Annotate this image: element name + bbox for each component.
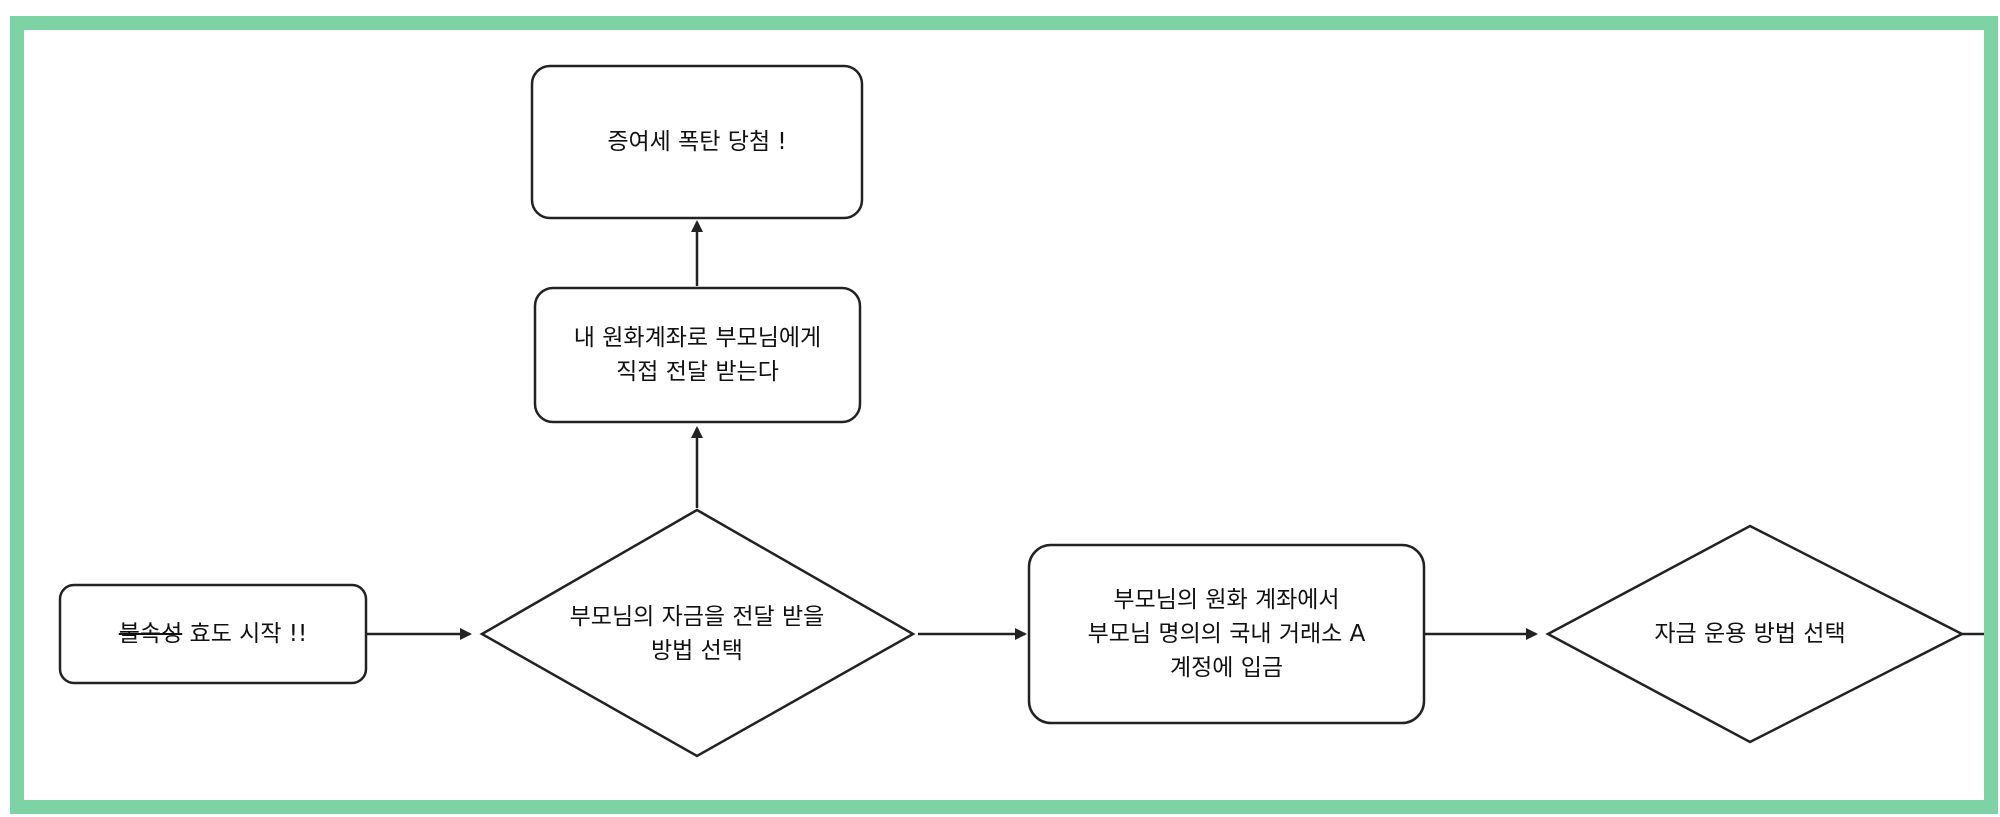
label-decision-receive-method: 부모님의 자금을 전달 받을 방법 선택 [522,580,872,688]
label-decision-fund-use: 자금 운용 방법 선택 [1588,600,1912,668]
node-direct-receive [533,286,862,424]
label-deposit-line2: 부모님 명의의 국내 거래소 A [1087,621,1366,647]
label-direct-receive-line2: 직접 전달 받는다 [616,359,779,385]
node-gift-tax [530,64,864,220]
node-decision-fund-use [1545,524,1965,744]
label-direct-receive-line1: 내 원화계좌로 부모님에게 [573,325,822,351]
label-start-struck: 불속성 [118,621,183,647]
label-deposit-exchange: 부모님의 원화 계좌에서 부모님 명의의 국내 거래소 A 계정에 입금 [1029,545,1424,723]
node-start [58,583,368,685]
label-gift-tax-text: 증여세 폭탄 당첨 ! [607,129,787,155]
label-decision-receive-line1: 부모님의 자금을 전달 받을 [569,604,825,630]
label-gift-tax: 증여세 폭탄 당첨 ! [532,66,862,218]
node-deposit-exchange [1027,543,1426,725]
label-start-rest: 효도 시작 !! [182,621,308,647]
node-decision-receive-method [479,508,916,758]
label-start: 불속성 효도 시작 !! [60,585,366,683]
label-decision-receive-line2: 방법 선택 [651,638,743,664]
label-decision-fund-use-text: 자금 운용 방법 선택 [1654,621,1846,647]
label-direct-receive: 내 원화계좌로 부모님에게 직접 전달 받는다 [535,288,860,422]
label-deposit-line3: 계정에 입금 [1169,655,1284,681]
label-deposit-line1: 부모님의 원화 계좌에서 [1113,587,1340,613]
